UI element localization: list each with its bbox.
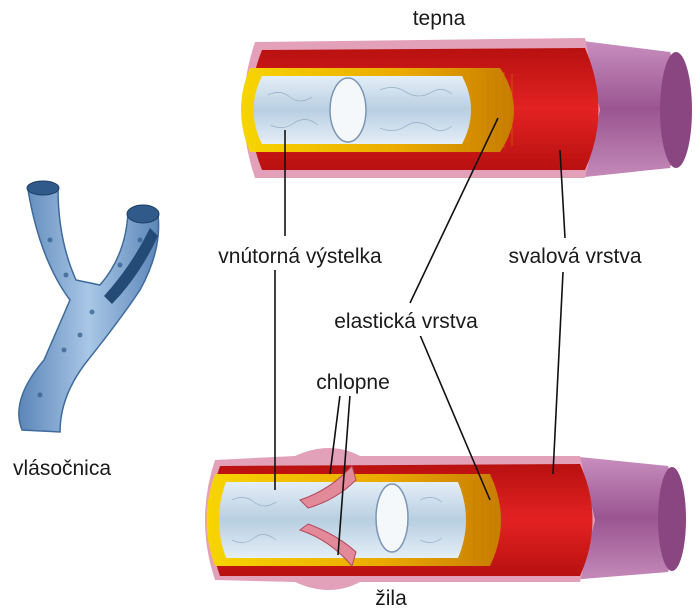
label-elastic-layer: elastická vrstva	[334, 310, 478, 333]
leader-lines	[274, 117, 566, 556]
artery-outer-layer	[575, 40, 681, 178]
leader-muscle-artery	[559, 149, 566, 239]
label-capillary: vlásočnica	[13, 457, 111, 480]
vein-illustration	[205, 448, 686, 590]
vein-lumen	[375, 483, 409, 553]
label-vein: žila	[375, 587, 407, 610]
leader-valve-upper	[329, 394, 341, 475]
label-muscle-layer: svalová vrstva	[508, 245, 641, 268]
leader-muscle-vein	[552, 271, 564, 475]
leader-elastic-artery	[409, 117, 499, 304]
leader-valve-lower	[337, 394, 351, 556]
label-valves: chlopne	[316, 371, 390, 394]
leader-elastic-vein	[419, 334, 491, 501]
label-artery: tepna	[413, 7, 466, 30]
vein-outer-layer	[570, 456, 678, 580]
vein-valve-upper	[299, 465, 357, 509]
artery-lumen	[329, 77, 367, 143]
label-inner-lining: vnútorná výstelka	[218, 245, 382, 268]
vein-valve-lower	[298, 523, 357, 568]
capillary-illustration	[18, 180, 160, 433]
artery-illustration	[241, 38, 692, 178]
